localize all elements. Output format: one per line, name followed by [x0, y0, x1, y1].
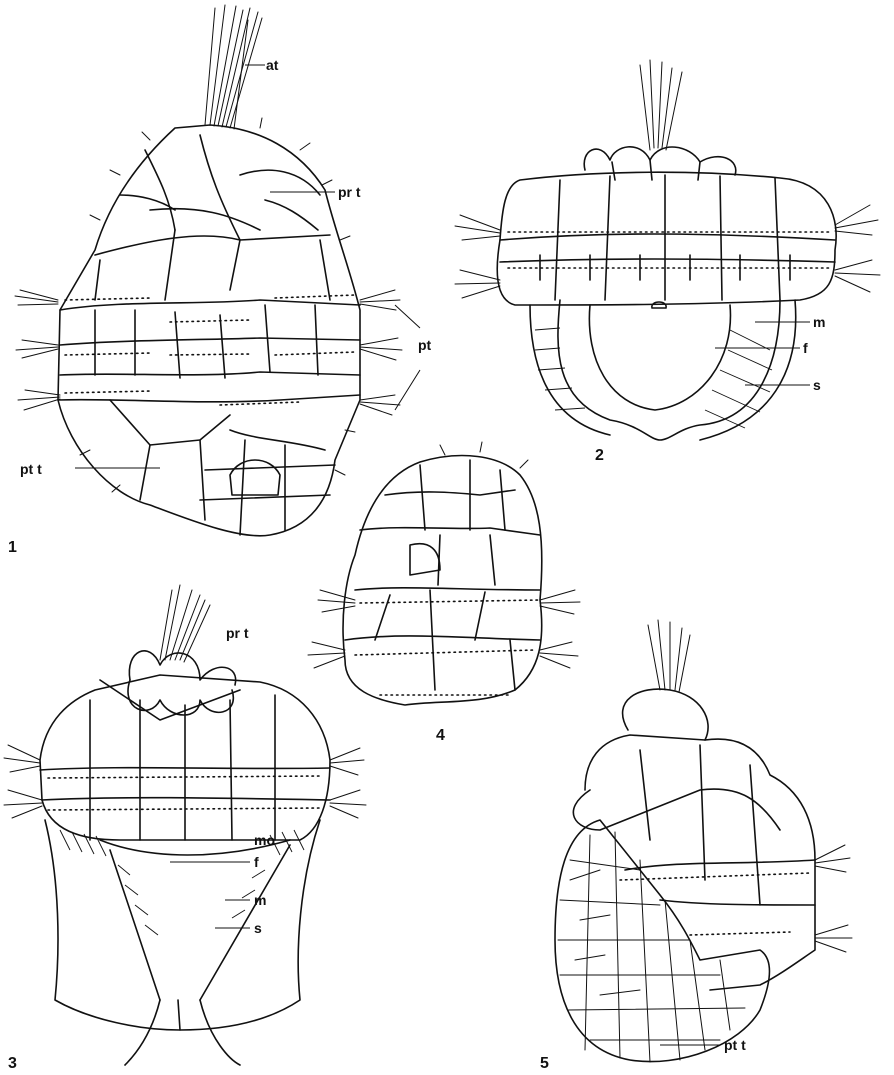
- label-pt: pt: [418, 337, 432, 353]
- label-ptt-fig5: pt t: [724, 1037, 746, 1053]
- figure-1-number: 1: [8, 539, 17, 556]
- figure-4-number: 4: [436, 727, 445, 744]
- leader-pt: [395, 305, 420, 410]
- figure-4-drawing: [308, 442, 580, 705]
- figure-5-number: 5: [540, 1055, 549, 1072]
- label-s-fig2: s: [813, 377, 821, 393]
- label-prt-fig1: pr t: [338, 184, 361, 200]
- label-at: at: [266, 57, 279, 73]
- label-m-fig2: m: [813, 314, 825, 330]
- figure-3-number: 3: [8, 1055, 17, 1072]
- label-m-fig3: m: [254, 892, 266, 908]
- label-f-fig3: f: [254, 854, 259, 870]
- label-f-fig2: f: [803, 340, 808, 356]
- figure-3-drawing: [4, 585, 366, 1065]
- label-s-fig3: s: [254, 920, 262, 936]
- figure-5-drawing: [555, 620, 852, 1062]
- label-prt-fig3: pr t: [226, 625, 249, 641]
- label-ptt-fig1: pt t: [20, 461, 42, 477]
- figure-1-drawing: [15, 5, 402, 536]
- figure-2-number: 2: [595, 447, 604, 464]
- label-mo-fig3: mo: [254, 832, 275, 848]
